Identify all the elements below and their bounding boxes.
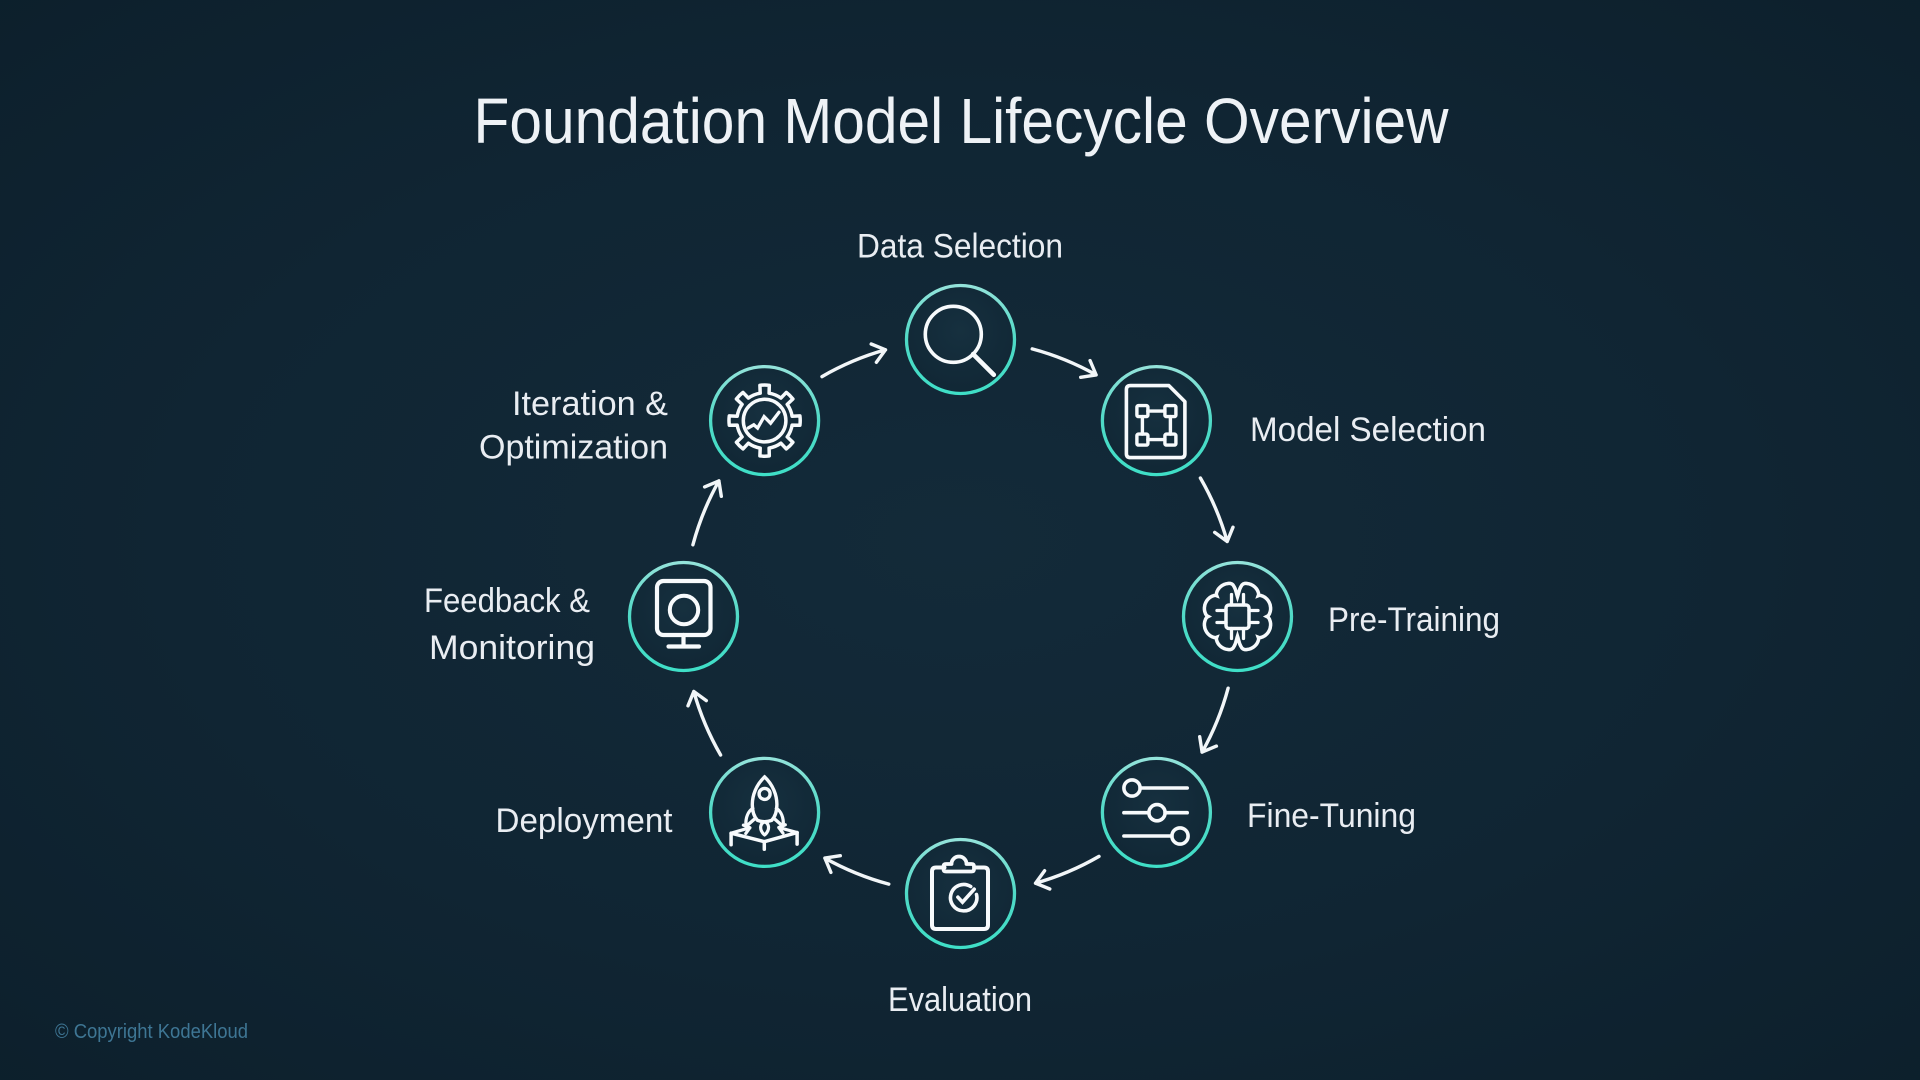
svg-text:Deployment: Deployment: [496, 802, 674, 840]
svg-text:Data Selection: Data Selection: [857, 228, 1063, 266]
svg-text:Model Selection: Model Selection: [1250, 411, 1486, 449]
svg-text:© Copyright KodeKloud: © Copyright KodeKloud: [55, 1021, 248, 1043]
svg-text:Optimization: Optimization: [479, 429, 668, 467]
svg-text:Feedback &: Feedback &: [424, 582, 590, 620]
svg-text:Monitoring: Monitoring: [429, 629, 595, 667]
svg-text:Evaluation: Evaluation: [888, 981, 1032, 1019]
svg-text:Foundation Model Lifecycle Ove: Foundation Model Lifecycle Overview: [474, 85, 1450, 157]
svg-text:Pre-Training: Pre-Training: [1328, 601, 1500, 639]
svg-text:Iteration &: Iteration &: [512, 385, 668, 423]
svg-text:Fine-Tuning: Fine-Tuning: [1247, 797, 1416, 835]
